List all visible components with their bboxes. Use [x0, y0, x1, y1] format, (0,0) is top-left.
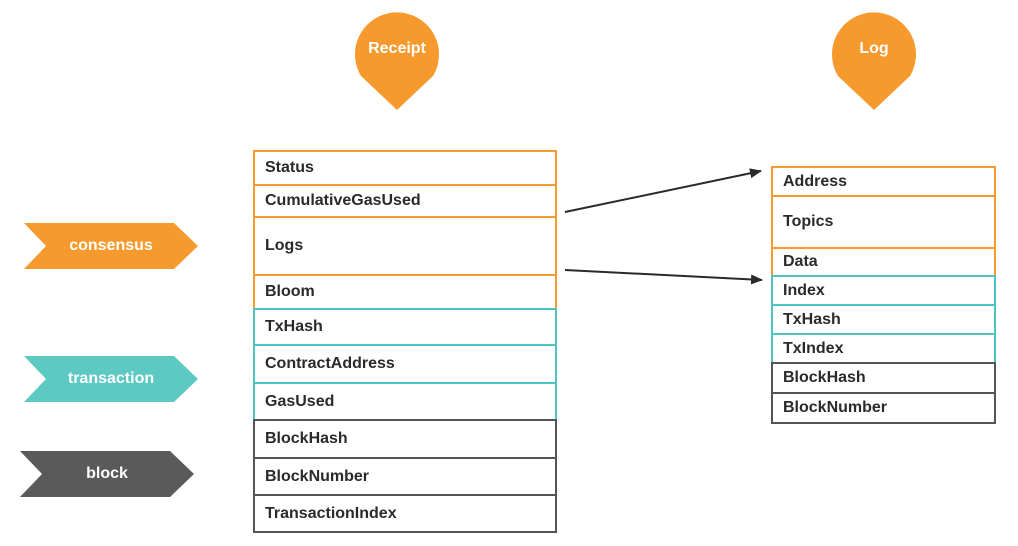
log-header: Log	[830, 12, 918, 112]
legend-block: block	[20, 451, 194, 497]
chevron-tag-icon	[24, 356, 198, 402]
log-field-topics: Topics	[771, 195, 996, 249]
receipt-header: Receipt	[353, 12, 441, 112]
log-field-tx-index: TxIndex	[771, 333, 996, 364]
pin-shape	[355, 12, 439, 110]
tag-shape	[24, 223, 198, 269]
log-field-address: Address	[771, 166, 996, 197]
receipt-field-bloom: Bloom	[253, 274, 557, 310]
log-field-index: Index	[771, 275, 996, 306]
log-field-block-hash: BlockHash	[771, 362, 996, 394]
tag-shape	[20, 451, 194, 497]
legend-transaction-label: transaction	[67, 370, 155, 387]
arrow-logs-to-log-header	[564, 168, 762, 213]
receipt-title: Receipt	[368, 40, 426, 57]
receipt-field-transaction-index: TransactionIndex	[253, 494, 557, 533]
legend-consensus: consensus	[24, 223, 198, 269]
chevron-tag-icon	[24, 223, 198, 269]
pin-icon	[355, 12, 439, 110]
legend-block-label: block	[86, 465, 128, 482]
chevron-tag-icon	[20, 451, 194, 497]
log-title: Log	[859, 40, 889, 57]
legend-consensus-label: consensus	[69, 237, 153, 254]
pin-shape	[832, 12, 916, 110]
log-field-data: Data	[771, 247, 996, 277]
tag-shape	[24, 356, 198, 402]
log-field-block-number: BlockNumber	[771, 392, 996, 424]
arrow-logs-to-log-index	[564, 269, 763, 285]
pin-icon	[832, 12, 916, 110]
legend-transaction: transaction	[24, 356, 198, 402]
receipt-field-block-hash: BlockHash	[253, 419, 557, 459]
